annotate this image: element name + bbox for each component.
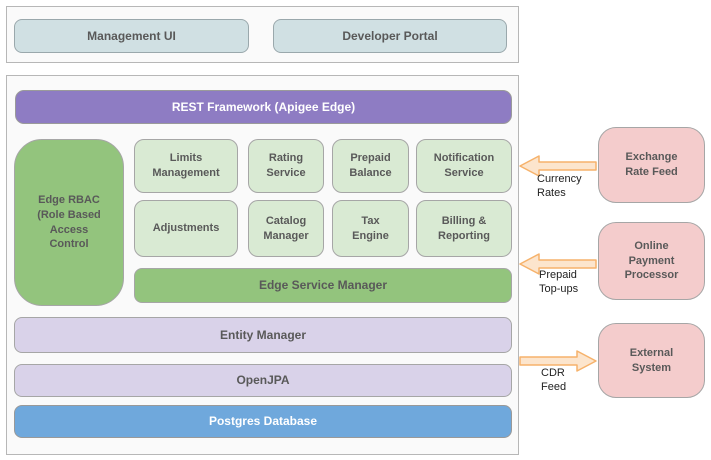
service-box-notification-service: Notification Service xyxy=(416,139,512,193)
service-box-catalog-manager: Catalog Manager xyxy=(248,200,324,257)
flow-label-currency-rates: Currency Rates xyxy=(537,173,582,199)
cdr-feed-arrow-right-icon xyxy=(519,350,597,372)
service-box-adjustments: Adjustments xyxy=(134,200,238,257)
edge-service-manager-bar: Edge Service Manager xyxy=(134,268,512,303)
service-box-limits-management: Limits Management xyxy=(134,139,238,193)
service-box-tax-engine: Tax Engine xyxy=(332,200,409,257)
flow-label-prepaid-topups: Prepaid Top-ups xyxy=(539,269,579,295)
openjpa-bar: OpenJPA xyxy=(14,364,512,397)
prepaid-topups-arrow-left-icon xyxy=(519,253,597,275)
monetization-platform-panel: REST Framework (Apigee Edge) Edge RBAC (… xyxy=(6,75,519,455)
management-ui-box: Management UI xyxy=(14,19,249,53)
flow-label-cdr-feed: CDR Feed xyxy=(541,367,567,393)
service-box-rating-service: Rating Service xyxy=(248,139,324,193)
entity-manager-bar: Entity Manager xyxy=(14,317,512,353)
currency-rates-arrow-left-icon xyxy=(519,155,597,177)
developer-portal-box: Developer Portal xyxy=(273,19,507,53)
external-system-box: External System xyxy=(598,323,705,398)
edge-rbac-box: Edge RBAC (Role Based Access Control xyxy=(14,139,124,306)
exchange-rate-feed-box: Exchange Rate Feed xyxy=(598,127,705,203)
rest-framework-bar: REST Framework (Apigee Edge) xyxy=(15,90,512,124)
online-payment-processor-box: Online Payment Processor xyxy=(598,222,705,300)
client-layer-panel: Management UI Developer Portal xyxy=(6,6,519,63)
service-box-prepaid-balance: Prepaid Balance xyxy=(332,139,409,193)
postgres-database-bar: Postgres Database xyxy=(14,405,512,438)
service-box-billing-reporting: Billing & Reporting xyxy=(416,200,512,257)
